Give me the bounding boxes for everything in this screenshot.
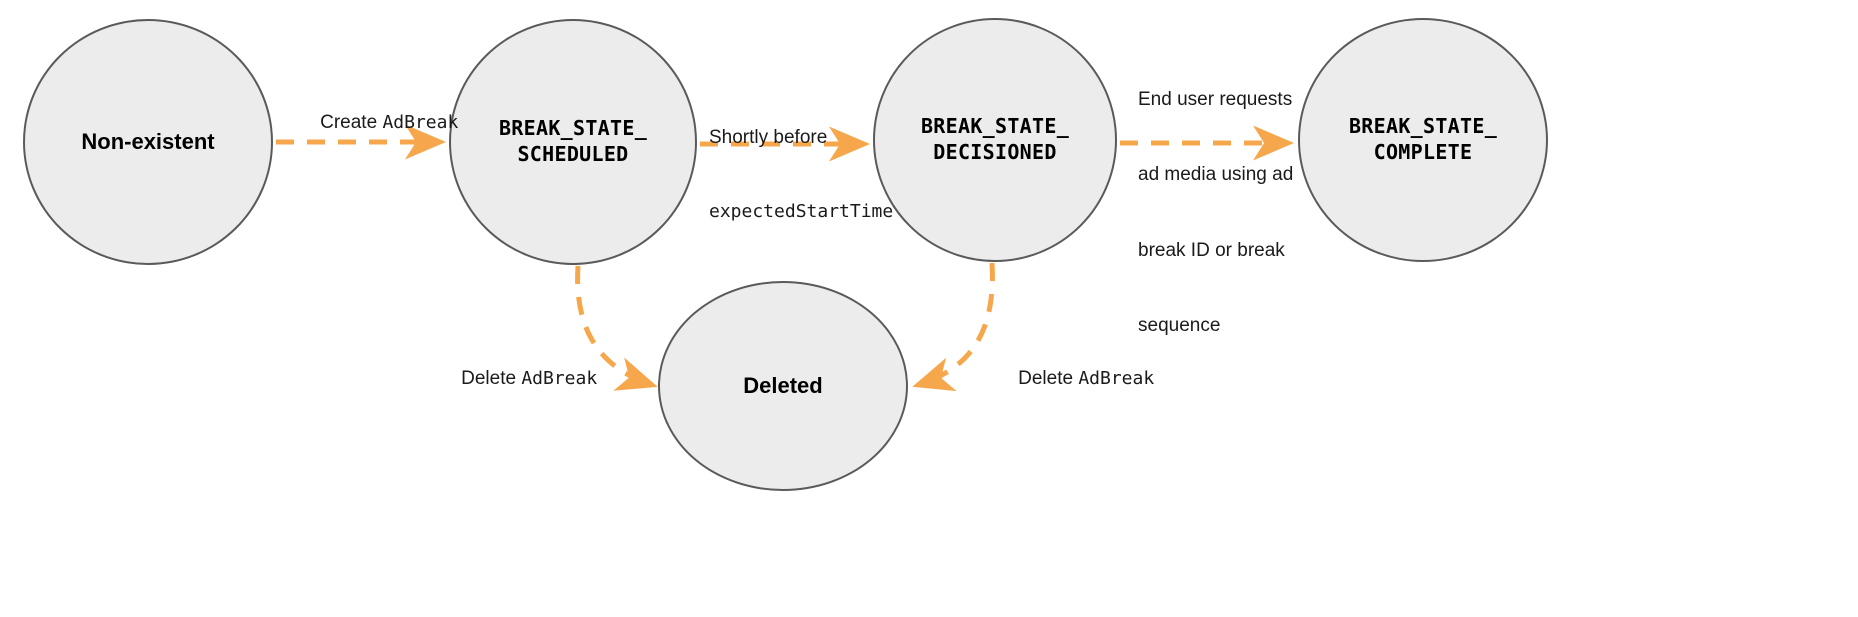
edge-label-text-mono: AdBreak xyxy=(1078,368,1155,390)
edge-label-text-sans: Delete xyxy=(1018,368,1079,390)
state-node-label: BREAK_STATE_ DECISIONED xyxy=(920,114,1070,164)
state-node-non-existent[interactable]: Non-existent xyxy=(23,19,273,265)
edge-label-text-sans: Create xyxy=(320,112,383,134)
edge-label-text-mono: AdBreak xyxy=(521,368,598,390)
state-node-label: Deleted xyxy=(743,372,823,398)
edge-label-line: sequence xyxy=(1138,314,1221,336)
edge-label-create-adbreak: Create AdBreak xyxy=(299,85,458,160)
state-node-label: Non-existent xyxy=(81,128,215,154)
edge-label-line: ad media using ad xyxy=(1138,164,1294,186)
edge-label-text-mono: AdBreak xyxy=(382,112,459,134)
state-node-break-state-scheduled[interactable]: BREAK_STATE_ SCHEDULED xyxy=(449,19,697,265)
edge-label-line: End user requests xyxy=(1138,89,1293,111)
state-node-break-state-complete[interactable]: BREAK_STATE_ COMPLETE xyxy=(1298,18,1548,262)
edge-label-text-mono: expectedStartTime xyxy=(709,201,894,223)
state-node-label: BREAK_STATE_ COMPLETE xyxy=(1348,114,1498,164)
edge-label-delete-adbreak-from-decisioned: Delete AdBreak xyxy=(997,341,1154,416)
edge-label-delete-adbreak-from-scheduled: Delete AdBreak xyxy=(440,341,597,416)
edge-label-end-user-requests: End user requests ad media using ad brea… xyxy=(1138,37,1293,388)
edge-delete-adbreak-from-scheduled xyxy=(575,265,658,391)
edge-label-text-sans: Shortly before xyxy=(709,127,828,149)
state-node-break-state-decisioned[interactable]: BREAK_STATE_ DECISIONED xyxy=(873,18,1117,262)
edge-label-text-sans: Delete xyxy=(461,368,522,390)
state-node-deleted[interactable]: Deleted xyxy=(658,281,908,491)
edge-delete-adbreak-from-decisioned xyxy=(912,262,995,392)
edge-label-line: break ID or break xyxy=(1138,239,1285,261)
state-node-label: BREAK_STATE_ SCHEDULED xyxy=(498,116,648,166)
edge-label-shortly-before: Shortly before expectedStartTime xyxy=(709,75,893,274)
